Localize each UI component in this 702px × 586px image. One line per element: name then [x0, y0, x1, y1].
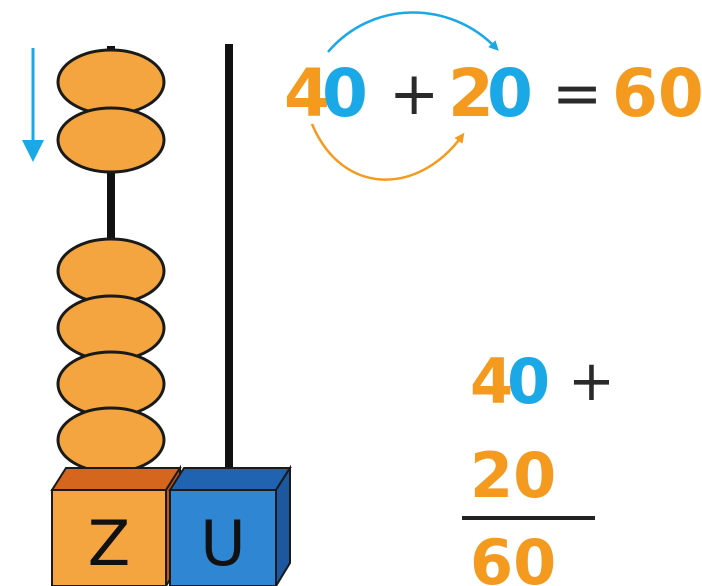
units-rod	[225, 44, 233, 468]
addend1-units: 0	[322, 55, 368, 132]
bead	[58, 408, 164, 472]
row1-units: 0	[507, 345, 550, 418]
equals-sign: =	[552, 59, 602, 129]
units-arc-arrow-icon	[328, 12, 496, 52]
bead	[58, 108, 164, 172]
move-down-arrow-icon	[22, 48, 44, 162]
tens-place-cube: Z	[52, 468, 180, 586]
column-result: 60	[470, 526, 556, 586]
row2-addend: 20	[470, 439, 556, 512]
bead	[58, 239, 164, 303]
tens-label: Z	[88, 507, 130, 580]
column-plus-sign: +	[568, 349, 615, 414]
units-place-cube: U	[170, 468, 290, 586]
units-label: U	[200, 507, 245, 580]
sum-line	[462, 516, 595, 520]
horizontal-equation: 4 0 + 2 0 = 60	[284, 55, 702, 132]
column-addition: 4 0 + 20 60	[462, 345, 615, 586]
bead	[58, 50, 164, 114]
bead	[58, 296, 164, 360]
plus-sign: +	[389, 59, 439, 129]
result: 60	[612, 55, 702, 132]
bead	[58, 352, 164, 416]
tens-arc-arrow-icon	[312, 124, 462, 180]
addend2-units: 0	[487, 55, 533, 132]
moved-beads	[58, 50, 164, 172]
resting-beads	[58, 239, 164, 472]
